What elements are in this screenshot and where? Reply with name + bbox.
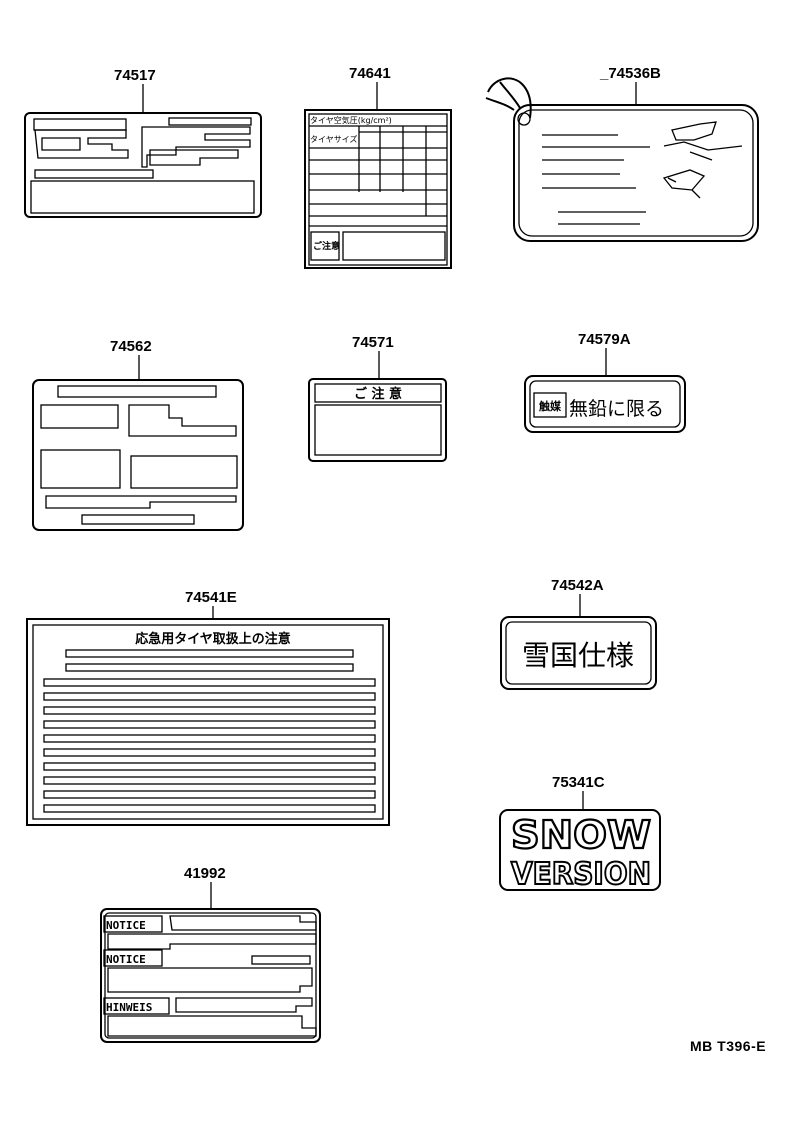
wiper-sketch-icon	[663, 121, 743, 161]
part-74571: 74571 ご 注 意	[308, 334, 447, 462]
part-number-75341c: 75341C	[552, 774, 605, 791]
part-75341c: 75341C SNOW VERSION	[499, 774, 661, 893]
caution-small-label: ご注意	[313, 240, 340, 252]
tire-size-label: タイヤサイズ	[310, 134, 358, 144]
part-number-74517: 74517	[114, 67, 156, 84]
version-wordmark: VERSION	[511, 857, 651, 892]
catalyst-box-label: 触媒	[538, 399, 562, 413]
part-number-74641: 74641	[349, 65, 391, 82]
part-number-74536b: _74536B	[599, 65, 661, 82]
snow-wordmark: SNOW	[511, 813, 651, 857]
caution-header-label: ご 注 意	[354, 386, 402, 402]
part-74517: 74517	[24, 67, 262, 218]
part-74641: 74641 タイヤ空気圧(kg/cm²) タイヤサイズ ご注意	[304, 65, 452, 269]
hand-sketch-icon	[662, 169, 706, 199]
part-number-74542a: 74542A	[551, 577, 604, 594]
part-number-41992: 41992	[184, 865, 226, 882]
part-74579a: 74579A 触媒 無鉛に限る	[524, 331, 686, 433]
snow-spec-label: 雪国仕様	[522, 639, 634, 672]
part-number-74562: 74562	[110, 338, 152, 355]
part-number-74579a: 74579A	[578, 331, 631, 348]
part-number-74571: 74571	[352, 334, 394, 351]
part-number-74541e: 74541E	[185, 589, 237, 606]
tire-pressure-label: タイヤ空気圧(kg/cm²)	[310, 115, 392, 125]
notice-label-1: NOTICE	[106, 919, 146, 932]
hook-icon	[485, 77, 532, 119]
part-74562: 74562	[32, 338, 244, 531]
part-74542a: 74542A 雪国仕様	[500, 577, 657, 690]
part-74536b: _74536B	[485, 65, 759, 242]
diagram-code: MB T396-E	[690, 1038, 767, 1054]
part-41992: 41992 NOTICE NOTICE HINWEIS	[100, 865, 321, 1043]
unleaded-only-label: 無鉛に限る	[569, 398, 664, 420]
text-line-placeholders	[43, 678, 376, 813]
part-74541e: 74541E 応急用タイヤ取扱上の注意	[26, 589, 390, 826]
spare-tire-caution-title: 応急用タイヤ取扱上の注意	[135, 631, 291, 647]
notice-label-2: NOTICE	[106, 953, 146, 966]
hinweis-label: HINWEIS	[106, 1001, 152, 1014]
